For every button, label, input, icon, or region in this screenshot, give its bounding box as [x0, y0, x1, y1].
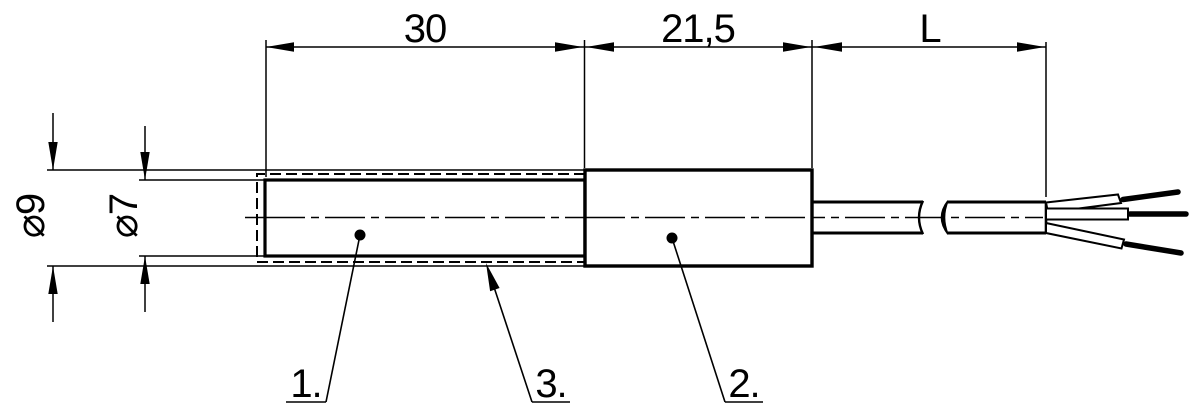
dim-probe-length: 30 [404, 7, 447, 51]
wire-bottom-insulation [1045, 221, 1126, 250]
leader-part3: 3. [486, 263, 570, 406]
label-part2: 2. [728, 362, 759, 406]
probe-tube [263, 178, 587, 258]
cable-break-right-crescent [940, 200, 949, 235]
wire-top-conductor [1120, 189, 1181, 203]
leader-part2: 2. [666, 232, 763, 406]
wire-middle-insulation [1045, 207, 1129, 221]
label-part3: 3. [535, 362, 566, 406]
leader-part1: 1. [286, 229, 366, 406]
inner-diameter-dimension: ⌀7 [102, 126, 265, 312]
connector-body [583, 168, 814, 268]
dim-cable-length: L [919, 7, 940, 51]
wire-bottom-conductor [1123, 241, 1184, 256]
leader-arrow-part3 [486, 263, 500, 292]
outer-diameter-dimension: ⌀9 [9, 113, 585, 322]
dim-outer-diameter: ⌀9 [9, 194, 53, 238]
dim-connector-length: 21,5 [661, 7, 735, 51]
dim-inner-diameter: ⌀7 [102, 194, 146, 238]
top-dimension-lines: 30 21,5 L [265, 7, 1047, 197]
cable-wires [1044, 189, 1189, 256]
label-part1: 1. [290, 362, 321, 406]
cable-break-left-arc [917, 200, 925, 235]
sheath-dashed-outline [256, 173, 585, 263]
